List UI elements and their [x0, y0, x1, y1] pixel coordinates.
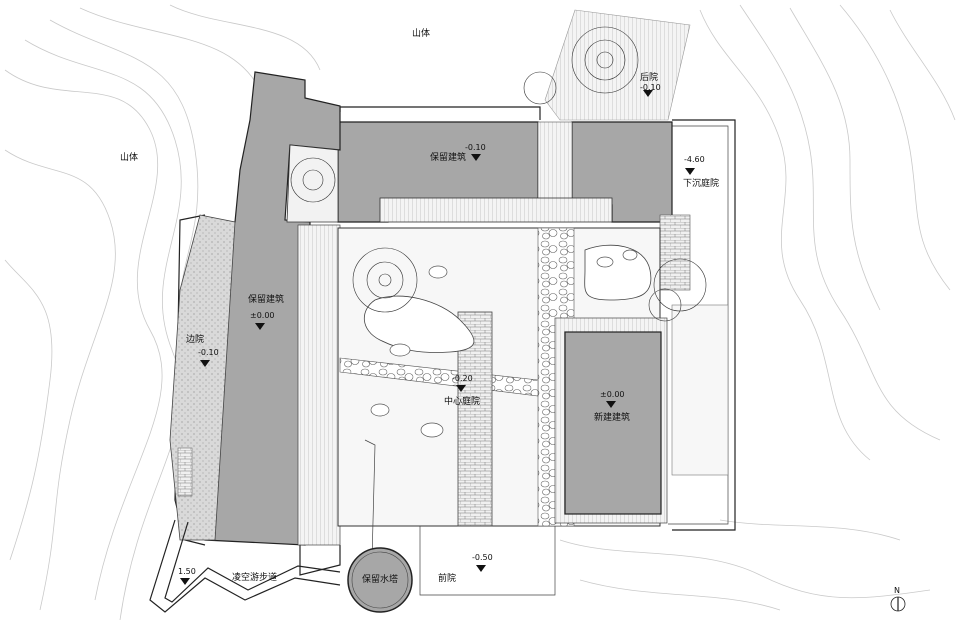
elevated-walkway	[149, 447, 341, 613]
elev-sunken-courtyard: -4.60	[684, 155, 705, 164]
label-side-yard: 边院	[186, 333, 204, 345]
elevation-markers	[180, 90, 695, 585]
label-new-building: 新建建筑	[594, 411, 630, 423]
elev-walkway: 1.50	[178, 567, 196, 576]
back-yard-area	[544, 9, 691, 121]
label-water-tower: 保留水塔	[362, 573, 398, 585]
terrain-contours	[4, 4, 956, 621]
label-retained-building-left: 保留建筑	[248, 293, 284, 305]
north-label: N	[894, 586, 900, 595]
label-retained-building-top: 保留建筑	[430, 151, 466, 163]
elev-new-building: ±0.00	[600, 390, 625, 399]
label-mountain-left: 山体	[120, 151, 138, 163]
retained-building-top	[337, 121, 673, 223]
elev-retained-building-top: -0.10	[465, 143, 486, 152]
sunken-courtyard-area	[659, 214, 729, 476]
label-elevated-walkway: 凌空游步道	[232, 571, 277, 583]
new-building	[554, 317, 668, 524]
label-central-courtyard: 中心庭院	[444, 395, 480, 407]
water-tower	[347, 547, 413, 613]
elev-front-yard: -0.50	[472, 553, 493, 562]
label-sunken-courtyard: 下沉庭院	[683, 177, 719, 189]
elev-central-courtyard: -0.20	[452, 374, 473, 383]
label-front-yard: 前院	[438, 572, 456, 584]
trees	[290, 26, 707, 322]
elev-back-yard: -0.10	[640, 83, 661, 92]
label-back-yard: 后院	[640, 71, 658, 83]
retained-building-left	[204, 71, 341, 546]
elev-retained-building-left: ±0.00	[250, 311, 275, 320]
north-arrow: N	[890, 586, 906, 612]
elev-side-yard: -0.10	[198, 348, 219, 357]
label-mountain-top: 山体	[412, 27, 430, 39]
